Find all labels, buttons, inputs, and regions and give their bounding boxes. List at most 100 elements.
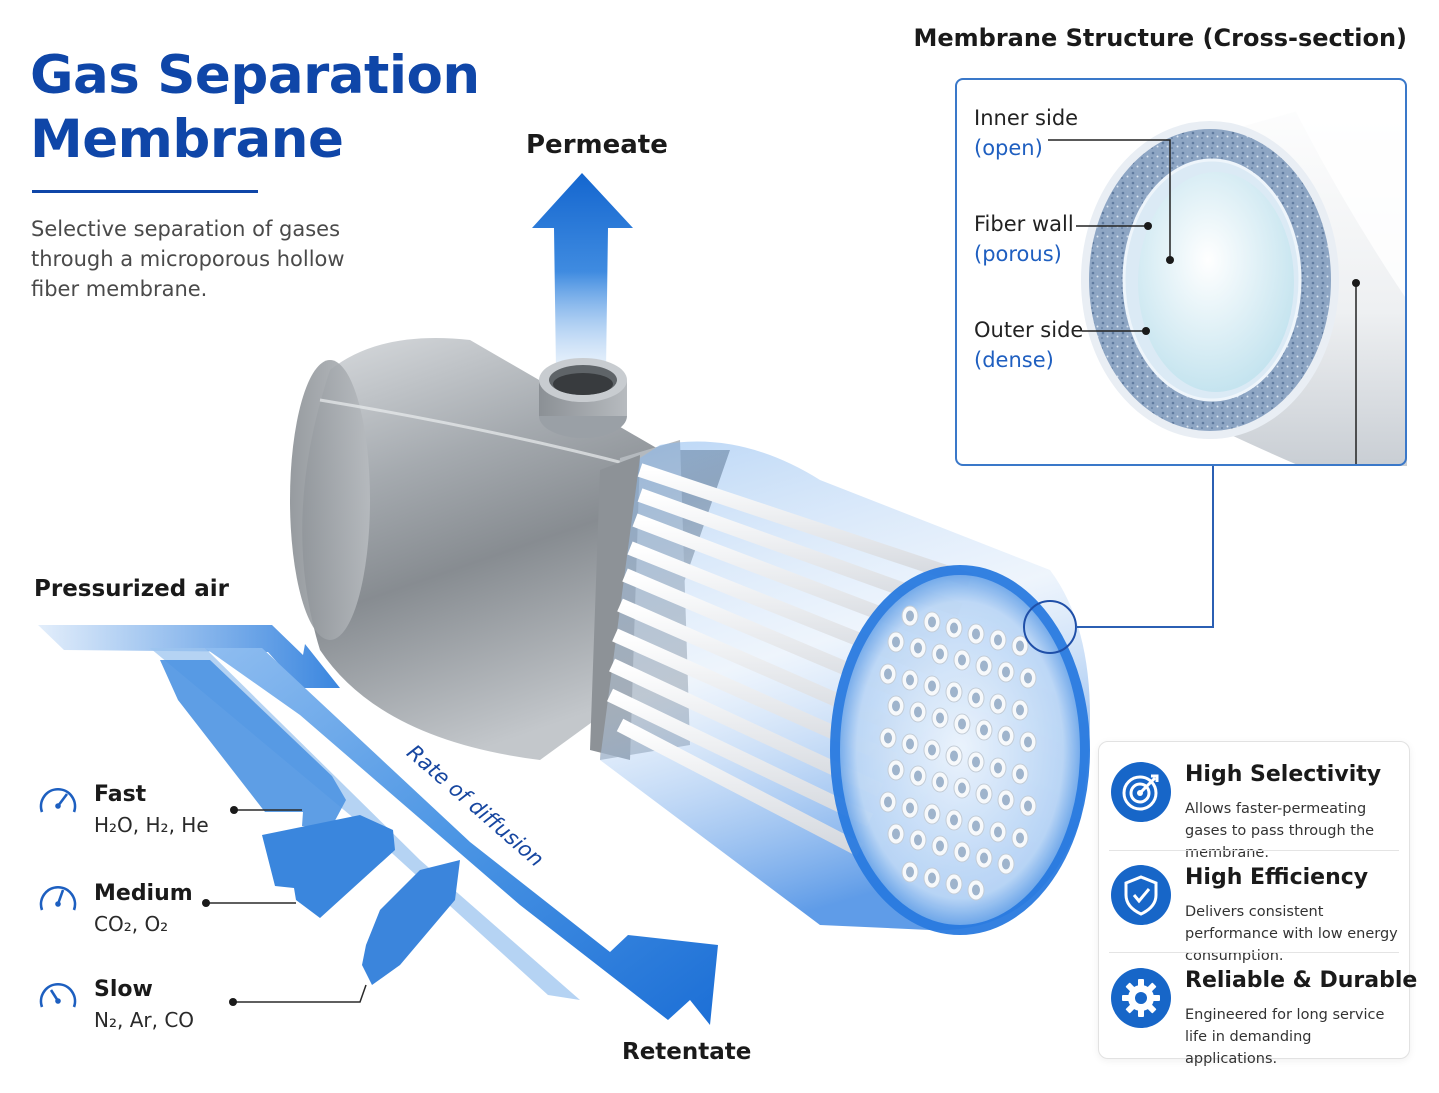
fiber-lumen	[914, 706, 922, 718]
feature-efficiency-title: High Efficiency	[1185, 865, 1369, 890]
fiber-lumen	[1024, 800, 1032, 812]
rate-fast	[36, 780, 80, 828]
input-arrow	[38, 625, 340, 688]
fiber-lumen	[980, 852, 988, 864]
fiber-lumen	[1016, 768, 1024, 780]
fast-flow-arrow	[160, 660, 346, 830]
fiber-lumen	[958, 782, 966, 794]
fiber-lumen	[906, 866, 914, 878]
medium-flow-arrow	[262, 815, 395, 918]
fiber-lumen	[892, 828, 900, 840]
layer-outer: Outer side (dense)	[974, 315, 1083, 375]
rate-fast-text: Fast H₂O, H₂, He	[94, 782, 209, 837]
gear-icon	[1111, 968, 1171, 1028]
feature-selectivity: High Selectivity Allows faster-permeatin…	[1109, 756, 1401, 861]
rate-leaders	[206, 809, 367, 1003]
fiber-lumen	[972, 628, 980, 640]
layer-inner-detail: (open)	[974, 136, 1043, 160]
fiber-lumen	[1016, 832, 1024, 844]
fiber-lumen	[958, 718, 966, 730]
fiber-lumen	[994, 762, 1002, 774]
fiber-lumen	[980, 788, 988, 800]
fiber-lumen	[914, 834, 922, 846]
title-line-2: Membrane	[30, 109, 344, 170]
fiber-lumen	[928, 616, 936, 628]
rate-slow-name: Slow	[94, 977, 153, 1002]
fiber-lumen	[950, 622, 958, 634]
rate-fast-gases: H₂O, H₂, He	[94, 813, 209, 837]
title-line-1: Gas Separation	[30, 45, 480, 106]
fiber-lumen	[936, 712, 944, 724]
fiber-lumen	[884, 668, 892, 680]
fiber-lumen	[1002, 858, 1010, 870]
layer-inner: Inner side (open)	[974, 103, 1078, 163]
fiber-lumen	[884, 796, 892, 808]
fiber-lumen	[1002, 730, 1010, 742]
layer-inner-name: Inner side	[974, 106, 1079, 130]
fiber-lumen	[950, 750, 958, 762]
layer-wall-name: Fiber wall	[974, 212, 1074, 236]
rate-medium-gases: CO₂, O₂	[94, 912, 169, 936]
rate-fast-name: Fast	[94, 782, 147, 807]
fiber-lumen	[1024, 736, 1032, 748]
fiber-lumen	[906, 802, 914, 814]
fiber-lumen	[892, 764, 900, 776]
input-label: Pressurized air	[34, 576, 229, 602]
speedometer-medium-icon	[39, 886, 77, 911]
cross-section-frame	[955, 78, 1407, 466]
fiber-lumen	[928, 872, 936, 884]
permeate-arrow	[532, 173, 633, 370]
fiber-lumen	[936, 776, 944, 788]
fiber-lumen	[994, 634, 1002, 646]
fiber-lumen	[928, 808, 936, 820]
speedometer-slow-icon	[39, 983, 77, 1008]
fiber-lumen	[906, 738, 914, 750]
fiber-end-openings	[879, 605, 1037, 901]
speedometer-fast-icon	[39, 788, 77, 813]
fiber-lumen	[914, 642, 922, 654]
feature-durable: Reliable & Durable Engineered for long s…	[1109, 962, 1417, 1067]
fiber-lumen	[936, 648, 944, 660]
fiber-lumen	[980, 724, 988, 736]
cross-section-title: Membrane Structure (Cross-section)	[913, 24, 1408, 52]
fiber-lumen	[884, 732, 892, 744]
fiber-lumen	[928, 680, 936, 692]
layer-outer-detail: (dense)	[974, 348, 1054, 372]
fiber-lumen	[1002, 794, 1010, 806]
features-card: High Selectivity Allows faster-permeatin…	[1098, 741, 1417, 1067]
fiber-lumen	[906, 674, 914, 686]
fiber-lumen	[980, 660, 988, 672]
rate-medium-name: Medium	[94, 881, 193, 906]
layer-outer-name: Outer side	[974, 318, 1084, 342]
page-title: Gas Separation Membrane	[30, 44, 480, 172]
feature-durable-title: Reliable & Durable	[1185, 968, 1418, 993]
retentate-label: Retentate	[622, 1039, 752, 1065]
fiber-lumen	[950, 814, 958, 826]
fiber-lumen	[972, 756, 980, 768]
rate-slow-gases: N₂, Ar, CO	[94, 1008, 195, 1032]
fiber-lumen	[950, 878, 958, 890]
feature-divider	[1109, 850, 1399, 851]
fiber-lumen	[914, 770, 922, 782]
fiber-lumen	[972, 820, 980, 832]
fiber-lumen	[1002, 666, 1010, 678]
feature-efficiency: High Efficiency Delivers consistent perf…	[1109, 859, 1401, 964]
fiber-lumen	[1016, 640, 1024, 652]
fiber-lumen	[1016, 704, 1024, 716]
fiber-lumen	[994, 698, 1002, 710]
fiber-lumen	[972, 884, 980, 896]
feature-divider	[1109, 952, 1399, 953]
target-icon	[1111, 762, 1171, 822]
cross-section-leaders	[1048, 139, 1357, 466]
permeate-label: Permeate	[526, 130, 668, 160]
rate-slow	[36, 975, 80, 1023]
layer-wall-detail: (porous)	[974, 242, 1062, 266]
rate-slow-text: Slow N₂, Ar, CO	[94, 977, 194, 1032]
fiber-lumen	[906, 610, 914, 622]
feature-selectivity-title: High Selectivity	[1185, 762, 1382, 787]
fiber-lumen	[972, 692, 980, 704]
feature-efficiency-desc: Delivers consistent performance with low…	[1185, 904, 1398, 964]
retentate-arrow	[205, 648, 718, 1025]
feature-selectivity-desc: Allows faster-permeating gases to pass t…	[1185, 801, 1375, 861]
